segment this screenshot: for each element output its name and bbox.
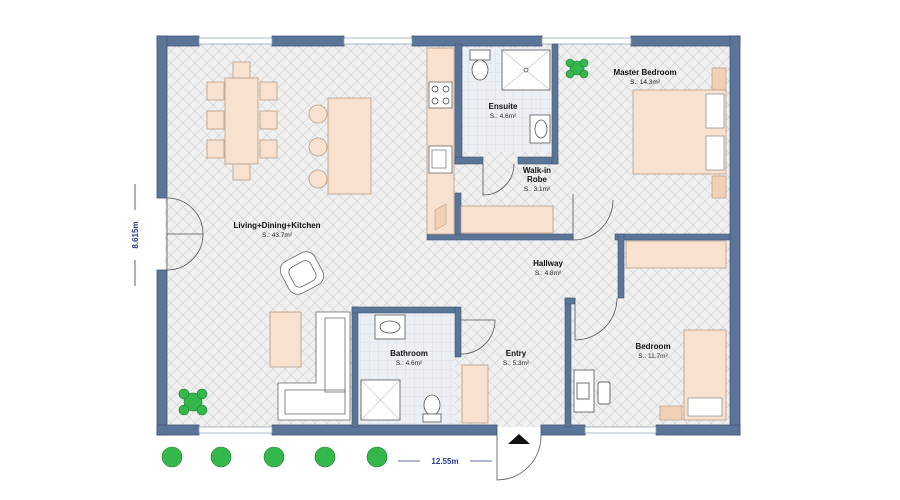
room-label-entry: Entry [506, 349, 527, 358]
room-label-living: Living+Dining+Kitchen [233, 221, 320, 230]
dimension-lines [134, 184, 492, 462]
kitchen-bench [426, 47, 455, 235]
kitchen-island [308, 97, 372, 195]
sofa [277, 311, 351, 421]
room-area-hallway: S.: 4.8m² [535, 270, 562, 277]
room-area-bedroom: S.: 11.7m² [638, 353, 668, 360]
room-label-ensuite: Ensuite [489, 102, 518, 111]
dining-table [206, 61, 278, 181]
room-label-bedroom: Bedroom [635, 342, 670, 351]
entry-arrow-icon [508, 434, 530, 444]
dimension-height: 8.615m [131, 221, 140, 248]
room-label-robe: Walk-in [523, 166, 551, 175]
plant-icon [178, 388, 208, 416]
windows [198, 37, 657, 434]
room-area-entry: S.: 5.3m² [503, 360, 530, 367]
plant-icon [565, 58, 589, 79]
room-label-bathroom: Bathroom [390, 349, 428, 358]
room-area-bathroom: S.: 4.6m² [396, 360, 423, 367]
entry-cabinet [461, 364, 489, 424]
room-label-master: Master Bedroom [613, 68, 676, 77]
room-area-robe: S.: 3.1m² [524, 186, 551, 193]
ensuite-fixtures [469, 49, 551, 144]
shrub-row [161, 446, 388, 468]
room-label-hallway: Hallway [533, 259, 563, 268]
room-label-robe: Robe [527, 175, 548, 184]
coffee-table [269, 311, 302, 368]
room-area-master: S.: 14.3m² [630, 79, 661, 86]
bedroom-bed [659, 329, 727, 421]
room-area-living: S.: 43.7m² [262, 232, 293, 239]
desk [573, 369, 611, 413]
wardrobe-shelves [460, 205, 727, 269]
armchair [279, 251, 325, 295]
bathroom-fixtures [360, 314, 442, 423]
doors [166, 163, 618, 481]
dimension-width: 12.55m [431, 457, 458, 466]
master-bed [632, 67, 727, 199]
room-area-ensuite: S.: 4.6m² [490, 113, 517, 120]
